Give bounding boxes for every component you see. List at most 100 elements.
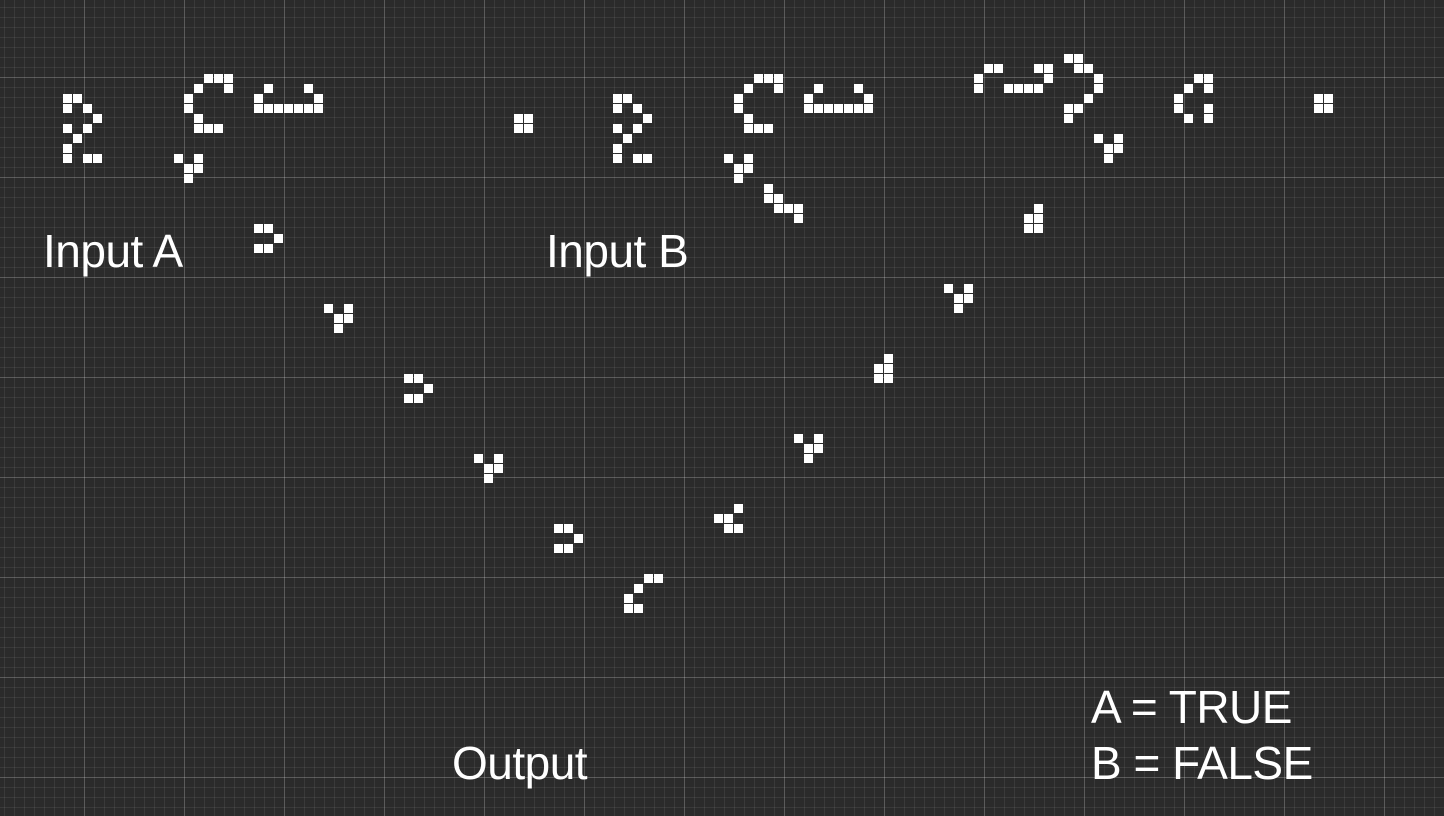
live-cell: [754, 74, 763, 83]
live-cell: [1084, 64, 1093, 73]
live-cell: [194, 154, 203, 163]
live-cell: [184, 94, 193, 103]
live-cell: [964, 284, 973, 293]
live-cell: [1024, 84, 1033, 93]
live-cell: [884, 354, 893, 363]
live-cell: [1114, 134, 1123, 143]
input-a-gun-exit-glider: [174, 154, 203, 183]
glider-output: [624, 574, 663, 613]
live-cell: [884, 374, 893, 383]
live-cell: [574, 534, 583, 543]
live-cell: [83, 104, 92, 113]
live-cell: [854, 84, 863, 93]
live-cell: [194, 84, 203, 93]
live-cell: [613, 124, 622, 133]
live-cell: [214, 74, 223, 83]
live-cell: [613, 104, 622, 113]
output-label: Output: [452, 737, 588, 789]
live-cell: [1094, 134, 1103, 143]
live-cell: [194, 164, 203, 173]
glider-a5: [554, 524, 583, 553]
live-cell: [254, 244, 263, 253]
live-cell: [194, 124, 203, 133]
live-cell: [804, 94, 813, 103]
live-cell: [764, 184, 773, 193]
live-cell: [824, 104, 833, 113]
live-cell: [1034, 224, 1043, 233]
live-cell: [724, 154, 733, 163]
live-cell: [1094, 84, 1103, 93]
live-cell: [654, 574, 663, 583]
live-cell: [264, 84, 273, 93]
live-cell: [1094, 74, 1103, 83]
live-cell: [874, 364, 883, 373]
live-cell: [774, 204, 783, 213]
live-cell: [264, 244, 273, 253]
live-cell: [944, 284, 953, 293]
live-cell: [1014, 84, 1023, 93]
live-cell: [624, 604, 633, 613]
live-cell: [764, 124, 773, 133]
live-cell: [304, 84, 313, 93]
live-cell: [314, 94, 323, 103]
input-a-gun-middle-part: [184, 74, 233, 133]
live-cell: [634, 604, 643, 613]
input-b-gun-exit-glider: [724, 154, 753, 183]
live-cell: [1064, 54, 1073, 63]
live-cell: [1184, 114, 1193, 123]
live-cell: [633, 154, 642, 163]
live-cell: [1064, 114, 1073, 123]
live-cell: [1104, 154, 1113, 163]
live-cell: [414, 394, 423, 403]
live-cell: [324, 304, 333, 313]
live-cell: [184, 104, 193, 113]
glider-b3: [874, 354, 893, 383]
live-cell: [774, 74, 783, 83]
live-cell: [724, 514, 733, 523]
live-cell: [1064, 104, 1073, 113]
live-cell: [224, 84, 233, 93]
live-cell: [484, 474, 493, 483]
live-cell: [734, 104, 743, 113]
state-line-b: B = FALSE: [1091, 737, 1313, 789]
live-cell: [613, 144, 622, 153]
live-cell: [1114, 144, 1123, 153]
input-b-gun-right-part: [804, 84, 873, 113]
live-cell: [643, 154, 652, 163]
live-cell: [834, 104, 843, 113]
live-cell: [63, 144, 72, 153]
live-cell: [1314, 94, 1323, 103]
live-cell: [1324, 94, 1333, 103]
live-cell: [794, 204, 803, 213]
right-gun-middle-part: [1064, 54, 1103, 123]
live-cell: [63, 154, 72, 163]
live-cell: [564, 524, 573, 533]
live-cell: [1324, 104, 1333, 113]
live-cell: [724, 524, 733, 533]
glider-a3: [404, 374, 433, 403]
live-cell: [744, 164, 753, 173]
live-cell: [1074, 54, 1083, 63]
live-cell: [884, 364, 893, 373]
live-cell: [633, 104, 642, 113]
live-cell: [613, 154, 622, 163]
live-cell: [613, 94, 622, 103]
live-cell: [93, 114, 102, 123]
live-cell: [1204, 74, 1213, 83]
live-cell: [1034, 84, 1043, 93]
input-b-gun-left-part: [613, 94, 652, 163]
middle-block: [514, 114, 533, 133]
live-cell: [344, 304, 353, 313]
live-cell: [304, 104, 313, 113]
live-cell: [264, 224, 273, 233]
live-cell: [83, 124, 92, 133]
live-cell: [974, 84, 983, 93]
live-cell: [254, 104, 263, 113]
live-cell: [744, 154, 753, 163]
live-cell: [814, 84, 823, 93]
live-cell: [264, 104, 273, 113]
input-b-gun-middle-part: [734, 74, 783, 133]
live-cell: [774, 84, 783, 93]
live-cell: [804, 104, 813, 113]
